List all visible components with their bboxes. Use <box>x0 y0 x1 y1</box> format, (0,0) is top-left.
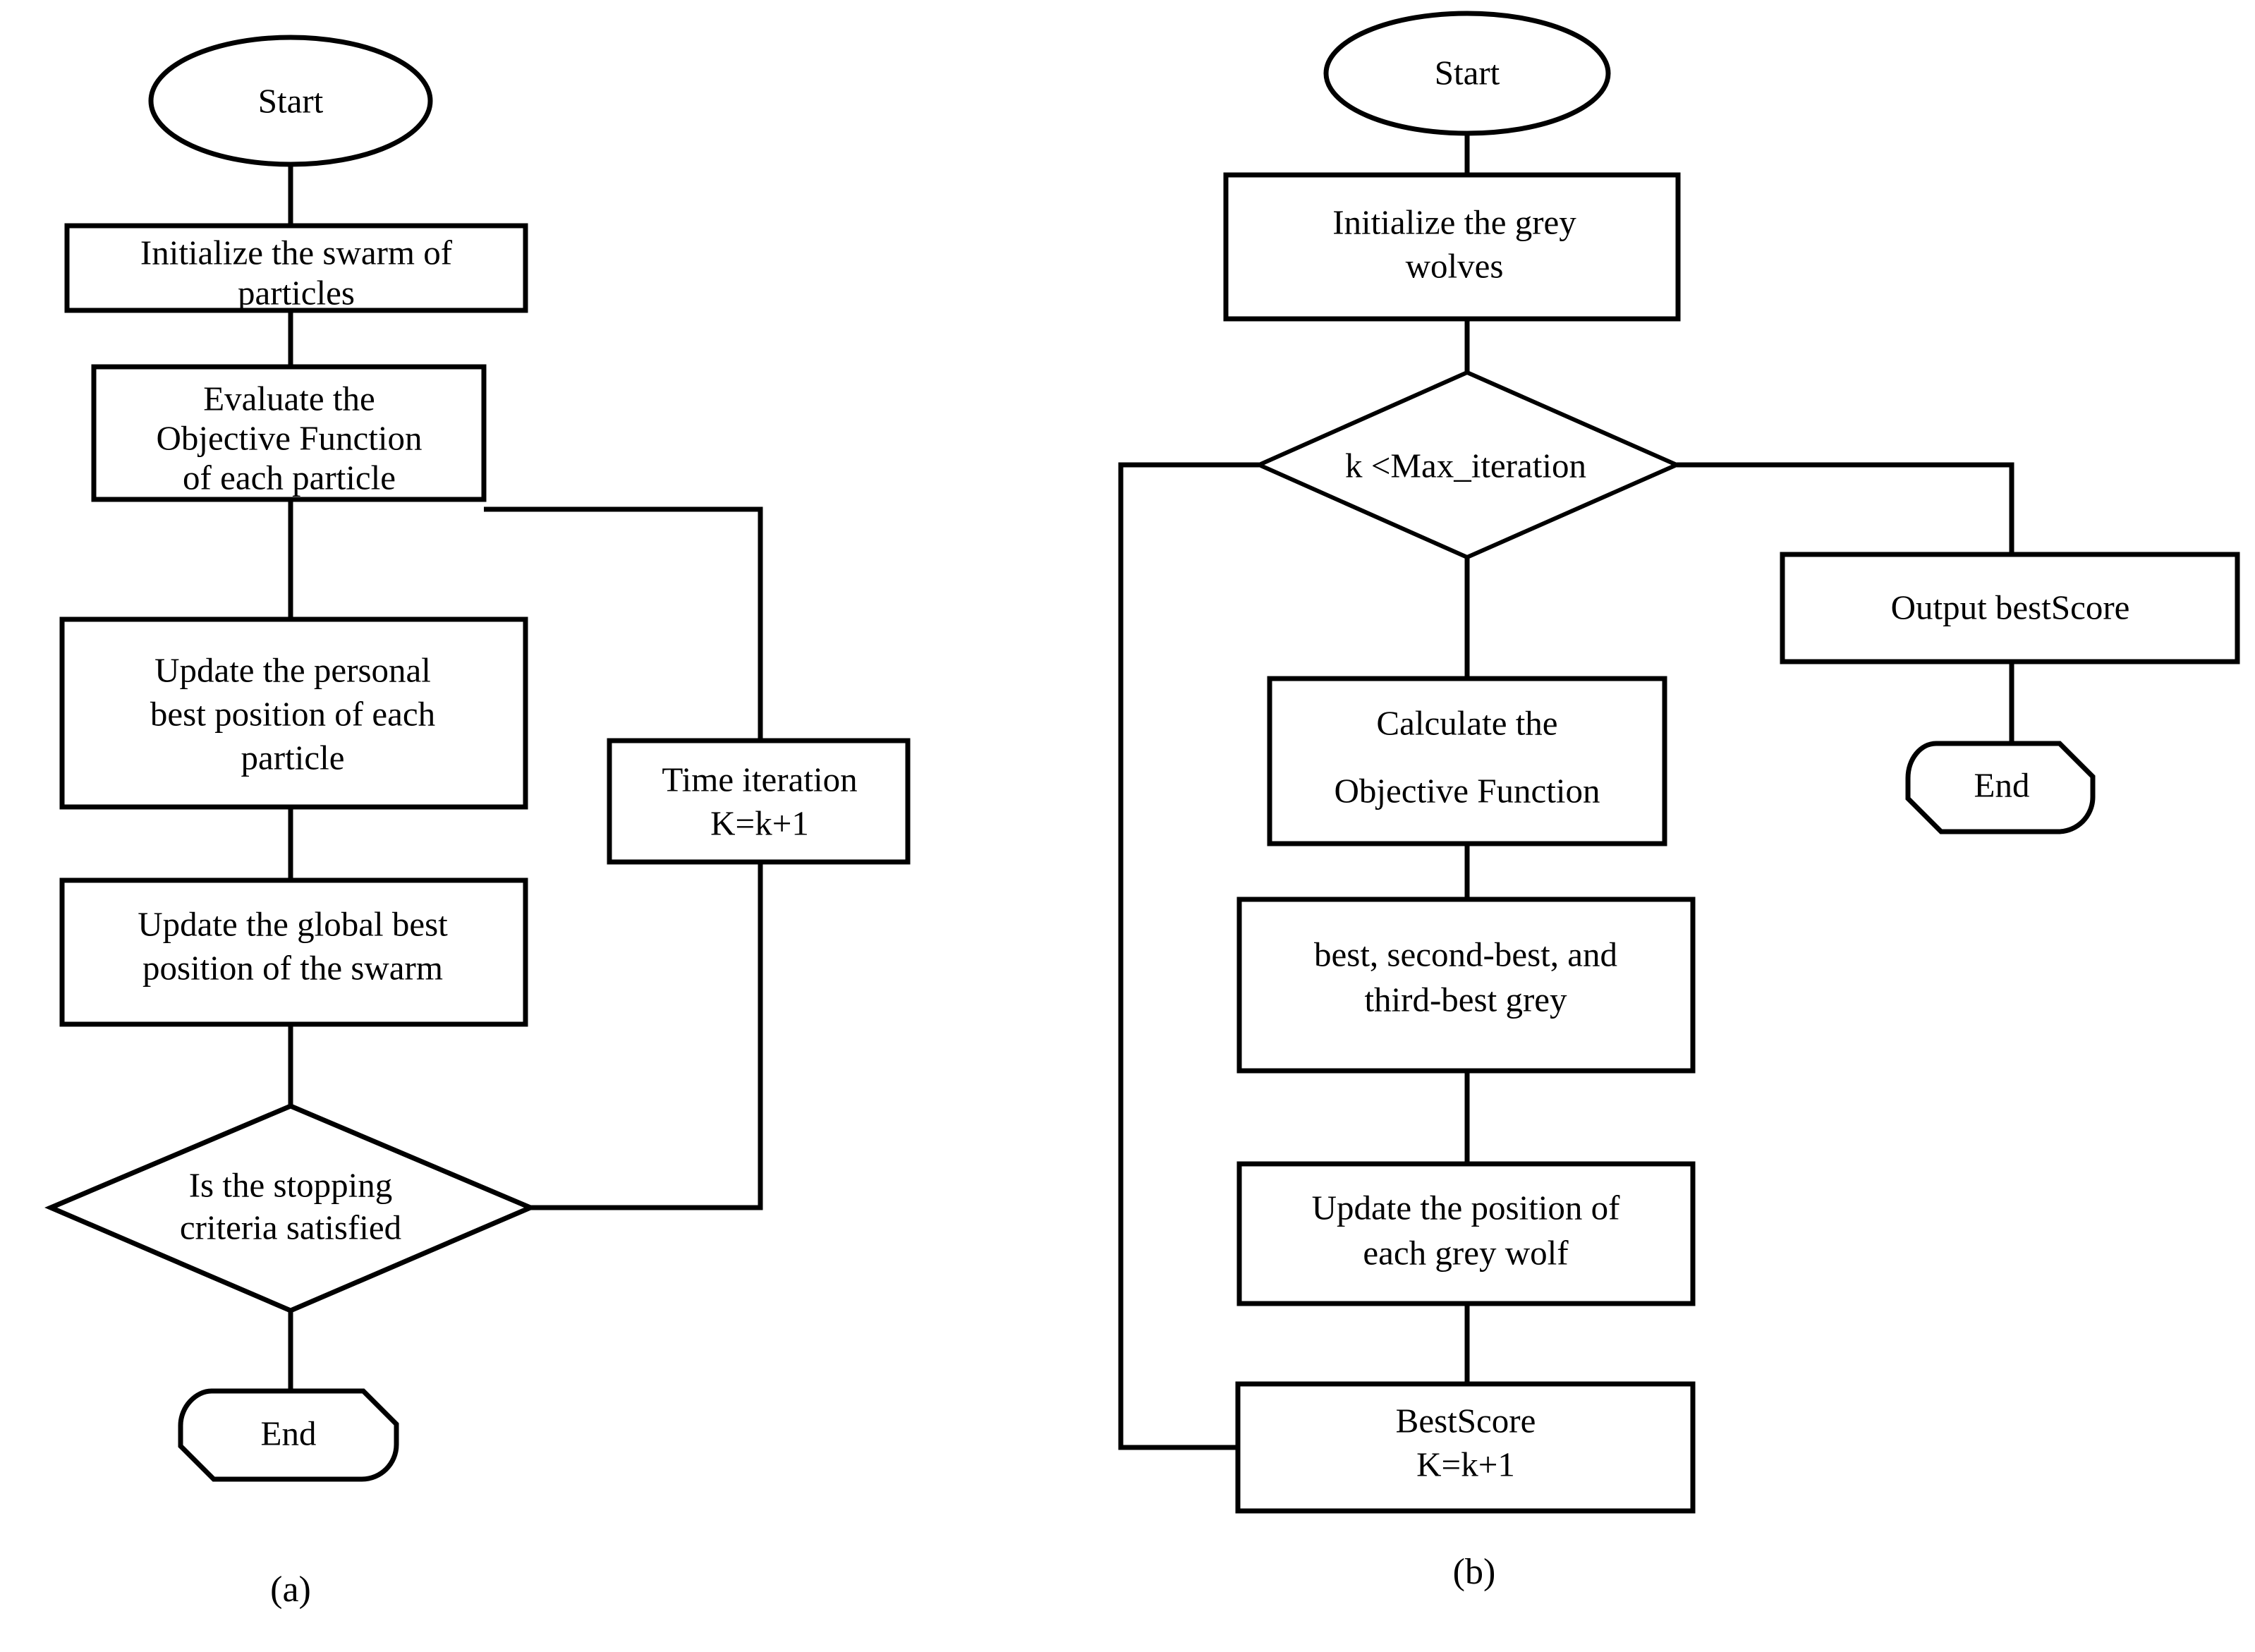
init-b-label-line1: Initialize the grey <box>1332 202 1576 241</box>
iterate-box-shape <box>607 738 911 865</box>
node-rank-b: best, second-best, and third-best grey <box>1236 897 1696 1074</box>
end-label-b: End <box>1974 765 2030 804</box>
gbest-label-line2: position of the swarm <box>142 948 443 987</box>
max-iteration-label: k <Max_iteration <box>1345 446 1586 485</box>
evaluate-label-line3: of each particle <box>183 458 396 497</box>
bestscore-box-shape <box>1235 1381 1696 1514</box>
update-label-line1: Update the position of <box>1312 1188 1621 1227</box>
rank-label-line1: best, second-best, and <box>1314 935 1617 973</box>
edge-b-bestscore-to-decision <box>1118 462 1308 1450</box>
bestscore-label-line2: K=k+1 <box>1416 1445 1515 1483</box>
update-position-box-shape <box>1236 1161 1696 1306</box>
node-gbest-a: Update the global best position of the s… <box>59 877 528 1027</box>
rank-label-line2: third-best grey <box>1364 980 1567 1019</box>
node-calculate-b: Calculate the Objective Function <box>1267 676 1667 846</box>
update-label-line2: each grey wolf <box>1363 1233 1569 1272</box>
node-bestscore-b: BestScore K=k+1 <box>1235 1381 1696 1514</box>
end-terminator-shape <box>178 1388 399 1482</box>
pbest-label-line1: Update the personal <box>154 650 431 689</box>
rank-box-shape <box>1236 897 1696 1074</box>
panel-b-connectors <box>1118 133 2014 1450</box>
iterate-label-line1: Time iteration <box>662 760 857 798</box>
node-evaluate-a: Evaluate the Objective Function of each … <box>91 364 487 502</box>
pbest-label-line3: particle <box>241 738 345 777</box>
pbest-label-line2: best position of each <box>150 694 435 733</box>
start-label-a: Start <box>258 81 324 120</box>
edge-b-decision-to-output <box>1677 462 2014 554</box>
end-label-a: End <box>261 1414 317 1452</box>
evaluate-box-shape <box>91 364 487 502</box>
node-update-b: Update the position of each grey wolf <box>1236 1161 1696 1306</box>
output-bestscore-box-shape <box>1780 552 2240 664</box>
decision-diamond-shape <box>44 1103 537 1313</box>
node-decision-a: Is the stopping criteria satisfied <box>44 1103 537 1313</box>
node-end-a: End <box>178 1388 399 1482</box>
pbest-box-shape <box>59 617 528 810</box>
calculate-label-line2: Objective Function <box>1335 771 1600 810</box>
decision-label-line1: Is the stopping <box>189 1165 393 1204</box>
calculate-box-shape <box>1267 676 1667 846</box>
edge-decision-to-iterate <box>530 862 763 1210</box>
node-start-a: Start <box>148 35 433 167</box>
node-output-b: Output bestScore <box>1780 552 2240 664</box>
evaluate-label-line1: Evaluate the <box>203 379 375 418</box>
node-end-b: End <box>1905 741 2096 834</box>
start-ellipse-shape <box>148 35 433 167</box>
gbest-label-line1: Update the global best <box>138 904 448 943</box>
calculate-label-line1: Calculate the <box>1376 703 1557 742</box>
end-terminator-shape-b <box>1905 741 2096 834</box>
panel-a-connectors <box>288 164 763 1391</box>
edge-iterate-to-evaluate <box>484 506 763 741</box>
init-box-shape <box>64 223 528 313</box>
evaluate-label-line2: Objective Function <box>157 418 423 457</box>
panel-a-caption: (a) <box>270 1569 311 1610</box>
node-init-b: Initialize the grey wolves <box>1223 172 1681 322</box>
init-label-line1: Initialize the swarm of <box>140 233 453 272</box>
bestscore-label-line1: BestScore <box>1396 1401 1536 1440</box>
node-pbest-a: Update the personal best position of eac… <box>59 617 528 810</box>
output-bestscore-label: Output bestScore <box>1891 588 2130 626</box>
panel-b-caption: (b) <box>1453 1552 1496 1592</box>
node-start-b: Start <box>1323 11 1611 136</box>
init-label-line2: particles <box>238 273 355 312</box>
start-label-b: Start <box>1435 53 1500 92</box>
init-b-label-line2: wolves <box>1406 246 1504 285</box>
gbest-box-shape <box>59 877 528 1027</box>
node-iterate-a: Time iteration K=k+1 <box>607 738 911 865</box>
node-decision-b: k <Max_iteration <box>1253 370 1682 560</box>
init-grey-wolves-box-shape <box>1223 172 1681 322</box>
node-init-a: Initialize the swarm of particles <box>64 223 528 313</box>
iterate-label-line2: K=k+1 <box>710 803 809 842</box>
panel-b: Start Initialize the grey wolves k <Max_… <box>1118 11 2240 1592</box>
decision-label-line2: criteria satisfied <box>180 1208 401 1246</box>
max-iteration-diamond-shape <box>1253 370 1682 560</box>
start-ellipse-shape-b <box>1323 11 1611 136</box>
panel-a: Start Initialize the swarm of particles … <box>44 35 911 1610</box>
